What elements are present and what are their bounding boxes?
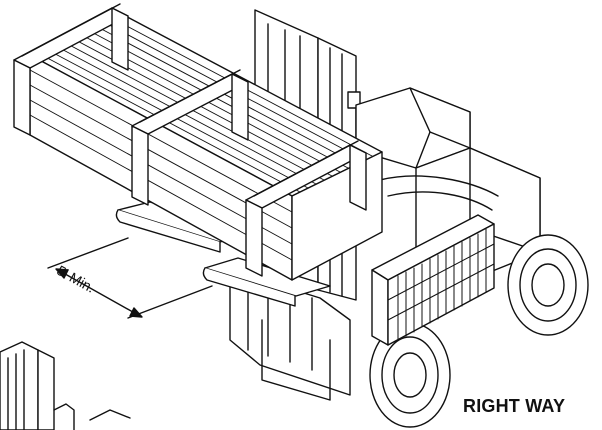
- dunnage-frame-front: [245, 140, 367, 277]
- pipe-end-crate: [371, 214, 495, 346]
- dimension-line: [47, 237, 213, 319]
- front-wheel: [369, 322, 451, 428]
- forklift-carriage: [229, 269, 351, 401]
- diagram-caption: RIGHT WAY: [463, 396, 566, 416]
- partial-diagram-fragment: [0, 341, 131, 430]
- dunnage-frame-middle: [131, 69, 249, 206]
- rear-wheel: [507, 234, 589, 336]
- dunnage-frame-rear: [13, 3, 129, 136]
